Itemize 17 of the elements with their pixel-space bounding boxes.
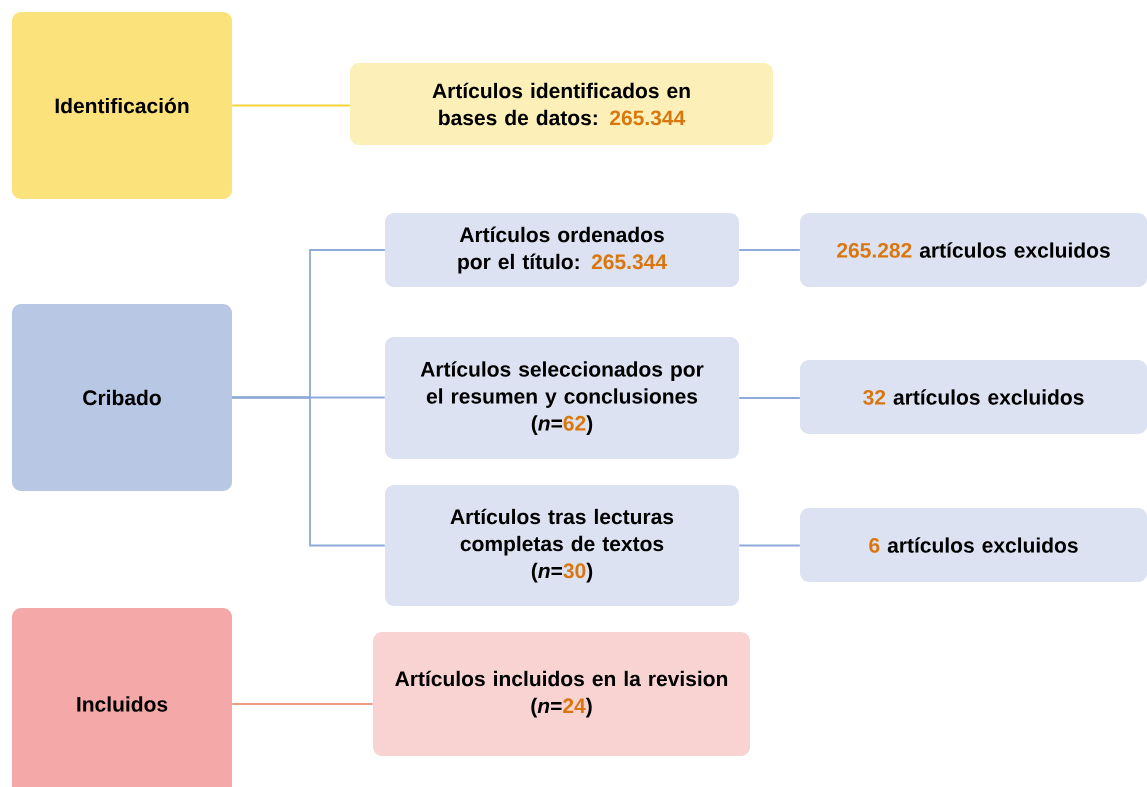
stage-box: Cribado (12, 304, 232, 491)
process-box: Artículos ordenados por el título: 265.344 (385, 213, 739, 287)
connector-line (231, 104, 351, 107)
connector-line (738, 397, 801, 399)
exclusion-box: 32 artículos excluidos (800, 360, 1147, 434)
process-box: Artículos incluidos en la revision (n=24) (373, 632, 750, 756)
connector-line (738, 249, 801, 251)
connector-line (231, 396, 386, 547)
exclusion-box: 6 artículos excluidos (800, 508, 1147, 582)
connector-line (738, 544, 801, 547)
process-box: Artículos tras lecturas completas de textos (n=30) (385, 485, 739, 606)
stage-box: Identificación (12, 12, 232, 199)
exclusion-box: 265.282 artículos excluidos (800, 213, 1147, 287)
process-box: Artículos seleccionados por el resumen y conclusiones (n=62) (385, 337, 739, 459)
stage-box: Incluidos (12, 608, 232, 787)
connector-line (231, 703, 374, 705)
process-box: Artículos identificados en bases de datos: 265.344 (350, 63, 773, 145)
